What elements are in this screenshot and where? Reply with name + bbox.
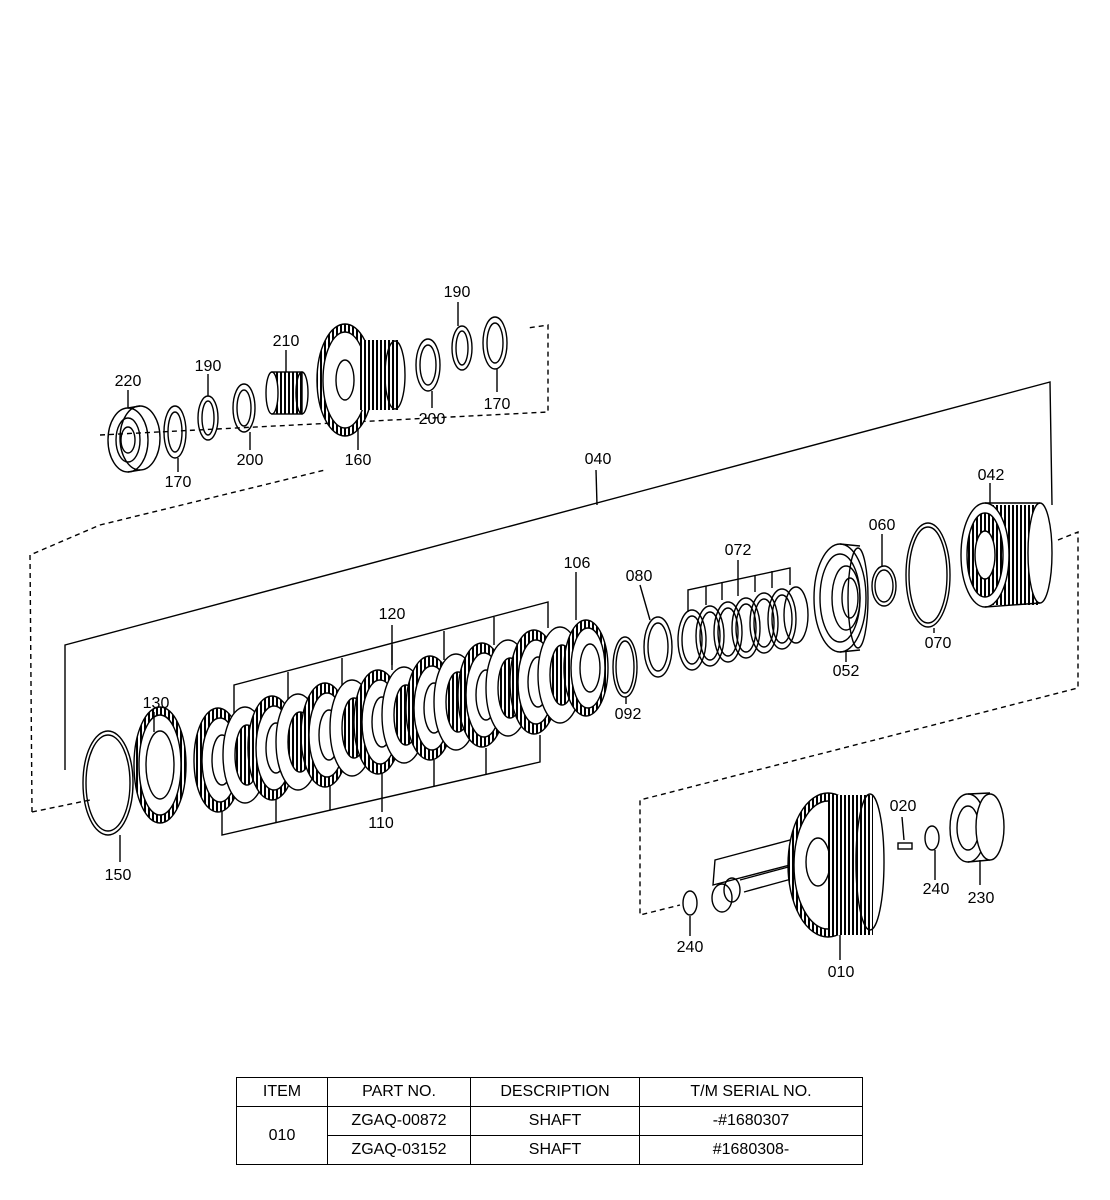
springs-072 xyxy=(677,586,809,671)
label-040: 040 xyxy=(585,451,612,468)
main-dashed-frame-right xyxy=(639,530,1079,916)
bracket-110 xyxy=(221,735,541,836)
label-120: 120 xyxy=(379,606,406,623)
bracket-120 xyxy=(233,601,549,715)
cell-part-no: ZGAQ-03152 xyxy=(327,1135,471,1165)
label-170-right: 170 xyxy=(484,396,511,413)
bearing-220 xyxy=(107,405,161,473)
snap-ring-240-left xyxy=(682,890,698,916)
header-description: DESCRIPTION xyxy=(470,1077,640,1107)
label-070: 070 xyxy=(925,635,952,652)
label-200-right: 200 xyxy=(419,411,446,428)
washer-170-left xyxy=(163,405,187,459)
ring-092 xyxy=(612,636,638,698)
washer-200-left xyxy=(232,383,256,433)
gear-160 xyxy=(316,323,406,437)
label-130: 130 xyxy=(143,695,170,712)
ring-060 xyxy=(871,565,897,607)
label-230: 230 xyxy=(968,890,995,907)
ring-080 xyxy=(643,616,673,678)
clutch-discs xyxy=(193,619,609,813)
label-080: 080 xyxy=(626,568,653,585)
header-part-no: PART NO. xyxy=(327,1077,471,1107)
drum-042 xyxy=(960,502,1053,608)
ring-190-left xyxy=(197,395,219,441)
header-serial: T/M SERIAL NO. xyxy=(639,1077,863,1107)
label-190-right: 190 xyxy=(444,284,471,301)
washer-170-right xyxy=(482,316,508,370)
cell-serial: -#1680307 xyxy=(639,1106,863,1136)
label-210: 210 xyxy=(273,333,300,350)
label-190-left: 190 xyxy=(195,358,222,375)
ring-190-right xyxy=(451,325,473,371)
label-106: 106 xyxy=(564,555,591,572)
snap-ring-150 xyxy=(82,730,134,836)
plate-130 xyxy=(133,706,187,824)
header-item: ITEM xyxy=(236,1077,328,1107)
piston-052 xyxy=(813,543,869,653)
label-042: 042 xyxy=(978,467,1005,484)
table-header-row: ITEM PART NO. DESCRIPTION T/M SERIAL NO. xyxy=(236,1077,863,1107)
label-240-right: 240 xyxy=(923,881,950,898)
label-110: 110 xyxy=(368,815,394,832)
label-052: 052 xyxy=(833,663,860,680)
washer-200-right xyxy=(415,338,441,392)
label-092: 092 xyxy=(615,706,642,723)
label-220: 220 xyxy=(115,373,142,390)
ring-070 xyxy=(905,522,951,628)
needle-bearing-210 xyxy=(265,371,309,415)
label-020: 020 xyxy=(890,798,917,815)
parts-table: ITEM PART NO. DESCRIPTION T/M SERIAL NO.… xyxy=(236,1077,863,1165)
main-dashed-frame xyxy=(29,469,326,813)
label-200-left: 200 xyxy=(237,452,264,469)
cell-item: 010 xyxy=(236,1106,328,1165)
cell-description: SHAFT xyxy=(470,1106,640,1136)
cell-description: SHAFT xyxy=(470,1135,640,1165)
snap-ring-240-right xyxy=(924,825,940,880)
label-240-left: 240 xyxy=(677,939,704,956)
bracket-072 xyxy=(687,567,791,612)
label-170-left: 170 xyxy=(165,474,192,491)
bearing-230 xyxy=(949,792,1005,885)
cell-serial: #1680308- xyxy=(639,1135,863,1165)
label-160: 160 xyxy=(345,452,372,469)
label-010: 010 xyxy=(828,964,855,981)
exploded-parts-diagram: 220 190 210 190 170 200 160 200 170 040 … xyxy=(29,284,1079,981)
pin-020 xyxy=(897,816,913,850)
label-150: 150 xyxy=(105,867,132,884)
table-row: 010 ZGAQ-00872 SHAFT -#1680307 xyxy=(236,1106,863,1165)
disc-106 xyxy=(563,619,609,717)
label-072: 072 xyxy=(725,542,752,559)
cell-part-no: ZGAQ-00872 xyxy=(327,1106,471,1136)
table-row: ZGAQ-03152 SHAFT #1680308- xyxy=(237,1135,863,1165)
bracket-040 xyxy=(64,381,1053,770)
shaft-gear-010 xyxy=(711,792,885,938)
label-060: 060 xyxy=(869,517,896,534)
